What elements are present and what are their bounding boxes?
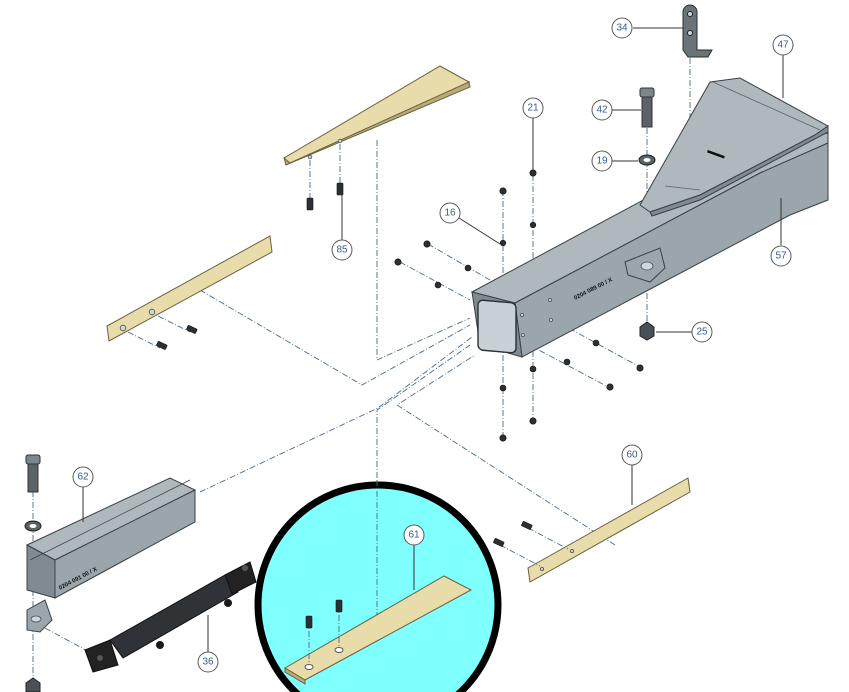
screw-icon bbox=[335, 599, 343, 613]
balloon-19: 19 bbox=[591, 150, 613, 172]
l-bracket bbox=[682, 4, 713, 58]
left-pin bbox=[24, 454, 42, 692]
balloon-57: 57 bbox=[770, 245, 792, 267]
svg-text:34: 34 bbox=[616, 23, 628, 34]
centerline-horizontal-bolt-b bbox=[427, 243, 491, 281]
screw-icon bbox=[305, 615, 313, 629]
balloon-34: 34 bbox=[611, 17, 633, 39]
screw-icon bbox=[186, 325, 198, 334]
screw-icon bbox=[521, 521, 533, 530]
centerline-side-strip-right bbox=[396, 354, 616, 546]
centerline-bottom-strip bbox=[376, 344, 471, 500]
svg-text:60: 60 bbox=[626, 450, 638, 461]
washer bbox=[638, 154, 656, 166]
pivot-bolt bbox=[639, 87, 655, 128]
screw-icon bbox=[306, 197, 314, 211]
right-side-wear-strip bbox=[493, 477, 691, 583]
svg-text:61: 61 bbox=[408, 530, 420, 541]
detail-view-circle bbox=[254, 480, 502, 692]
plate-screws bbox=[306, 144, 344, 211]
svg-text:16: 16 bbox=[444, 208, 456, 219]
centerline-inner-tube bbox=[199, 336, 473, 493]
svg-text:85: 85 bbox=[336, 245, 348, 256]
screw-icon bbox=[493, 538, 505, 547]
svg-text:47: 47 bbox=[777, 40, 789, 51]
svg-text:36: 36 bbox=[202, 657, 214, 668]
balloon-62: 62 bbox=[72, 466, 94, 488]
leader-lines bbox=[82, 27, 784, 652]
top-wear-plate bbox=[283, 65, 471, 166]
tapered-top-plate bbox=[639, 77, 829, 217]
lock-nut bbox=[639, 321, 655, 341]
balloon-21: 21 bbox=[522, 97, 544, 119]
balloon-61: 61 bbox=[403, 524, 425, 546]
svg-text:62: 62 bbox=[77, 472, 89, 483]
centerline-horizontal-bolt-a bbox=[399, 261, 471, 301]
svg-text:25: 25 bbox=[696, 327, 708, 338]
hydraulic-cylinder bbox=[84, 561, 257, 673]
left-side-wear-strip bbox=[106, 235, 273, 350]
screw-icon bbox=[336, 182, 344, 196]
svg-text:21: 21 bbox=[527, 103, 539, 114]
inner-square-tube: 0204 091 00 / X bbox=[25, 477, 197, 633]
screw-icon bbox=[156, 341, 168, 350]
svg-text:19: 19 bbox=[596, 156, 608, 167]
balloon-47: 47 bbox=[772, 34, 794, 56]
balloon-42: 42 bbox=[591, 99, 613, 121]
centerline-side-strip-left bbox=[199, 289, 471, 386]
svg-text:57: 57 bbox=[775, 251, 787, 262]
balloon-25: 25 bbox=[691, 321, 713, 343]
svg-text:42: 42 bbox=[596, 105, 608, 116]
centerline-horizontal-bolt-d bbox=[549, 317, 641, 368]
main-square-tube: 0204 089 00 / X bbox=[470, 132, 829, 358]
balloon-16: 16 bbox=[439, 202, 461, 224]
balloon-85: 85 bbox=[331, 239, 353, 261]
fasteners bbox=[394, 169, 644, 442]
centerline-top-plate bbox=[376, 140, 471, 361]
balloon-60: 60 bbox=[621, 444, 643, 466]
balloon-36: 36 bbox=[197, 651, 219, 673]
